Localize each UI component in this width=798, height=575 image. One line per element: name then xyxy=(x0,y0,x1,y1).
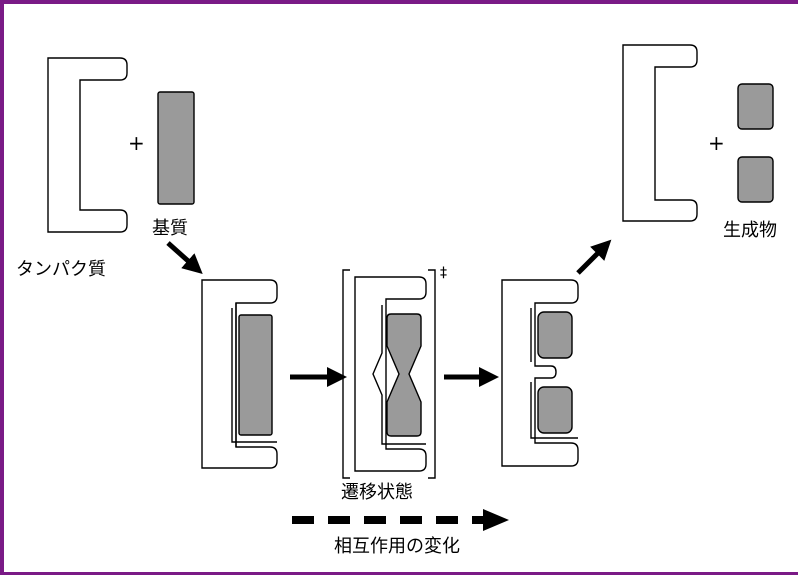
substrate-label: 基質 xyxy=(152,218,188,239)
transition-state-label: 遷移状態 xyxy=(341,482,413,503)
plus-sign-right: + xyxy=(708,131,725,155)
interaction-change-label: 相互作用の変化 xyxy=(334,536,460,557)
plus-sign-left: + xyxy=(128,131,145,155)
arrow-release xyxy=(578,246,605,273)
product-piece-bottom xyxy=(738,157,773,202)
interaction-change-arrowhead xyxy=(483,509,509,531)
enzyme-product-complex xyxy=(502,280,578,466)
released-protein xyxy=(623,45,697,221)
free-protein xyxy=(48,58,127,232)
product-piece-top xyxy=(738,84,773,129)
free-substrate xyxy=(158,92,194,204)
double-dagger-symbol: ‡ xyxy=(440,265,447,281)
enzyme-substrate-complex xyxy=(202,280,277,468)
protein-label: タンパク質 xyxy=(16,259,106,280)
arrow-binding xyxy=(168,243,196,268)
products-label: 生成物 xyxy=(723,220,777,241)
transition-state-complex xyxy=(343,270,435,478)
